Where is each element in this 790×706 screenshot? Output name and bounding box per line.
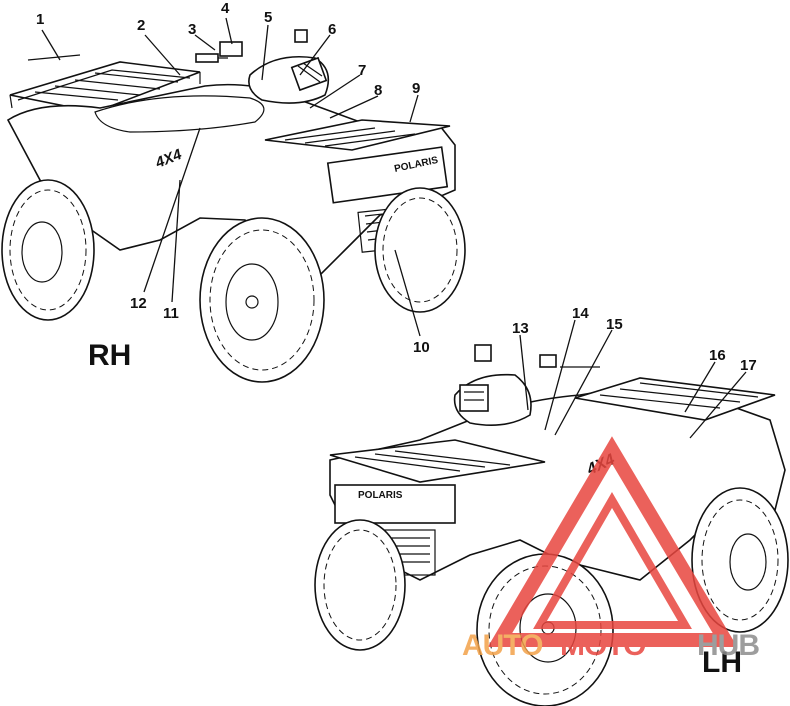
leader-lines-rh: [27, 17, 421, 337]
side-label-rh: RH: [88, 339, 131, 372]
callout-8: 8: [374, 82, 382, 99]
rear-rack-lh: [574, 377, 776, 421]
callout-6: 6: [328, 21, 336, 38]
watermark-logo: AUTO MOTO HUB: [462, 436, 760, 662]
callout-11: 11: [163, 305, 179, 322]
side-label-lh: LH: [702, 646, 742, 679]
front-rack-rh: [264, 119, 451, 151]
callout-5: 5: [264, 9, 272, 26]
callout-12: 12: [130, 295, 147, 312]
callout-2: 2: [137, 17, 145, 34]
watermark-text-auto: AUTO: [462, 629, 543, 662]
callout-3: 3: [188, 21, 196, 38]
seat-rh: [94, 95, 265, 133]
callout-7: 7: [358, 62, 366, 79]
callouts-rh: 1 2 3 4 5 6 7 8 9 10 11 12: [36, 0, 430, 356]
wheel-front-left-lh: [314, 519, 406, 651]
callout-13: 13: [512, 320, 529, 337]
callout-1: 1: [36, 11, 44, 28]
wheel-front-left-rh: [374, 187, 466, 313]
callout-10: 10: [413, 339, 430, 356]
rear-rack-rh: [9, 61, 201, 123]
wheel-rear-left-rh: [1, 179, 95, 321]
atv-lh-drawing: POLARIS 4X4 13 14 15: [314, 305, 789, 706]
watermark-text-moto: MOTO: [560, 629, 646, 662]
callout-14: 14: [572, 305, 589, 322]
watermark-text-hub: HUB: [697, 629, 759, 662]
front-rack-lh: [329, 439, 546, 483]
callouts-lh: 13 14 15 16 17: [512, 305, 757, 374]
callout-9: 9: [412, 80, 420, 97]
wheel-rear-lh: [691, 487, 789, 633]
callout-15: 15: [606, 316, 623, 333]
front-bumper-lh: [334, 484, 456, 524]
leader-lines-lh: [519, 319, 747, 439]
callout-4: 4: [221, 0, 230, 17]
wheel-front-right-rh: [199, 217, 325, 383]
callout-16: 16: [709, 347, 726, 364]
callout-17: 17: [740, 357, 757, 374]
atv-rh-drawing: POLARIS 4X4: [1, 0, 466, 383]
decal-polaris-lh: POLARIS: [358, 490, 403, 501]
